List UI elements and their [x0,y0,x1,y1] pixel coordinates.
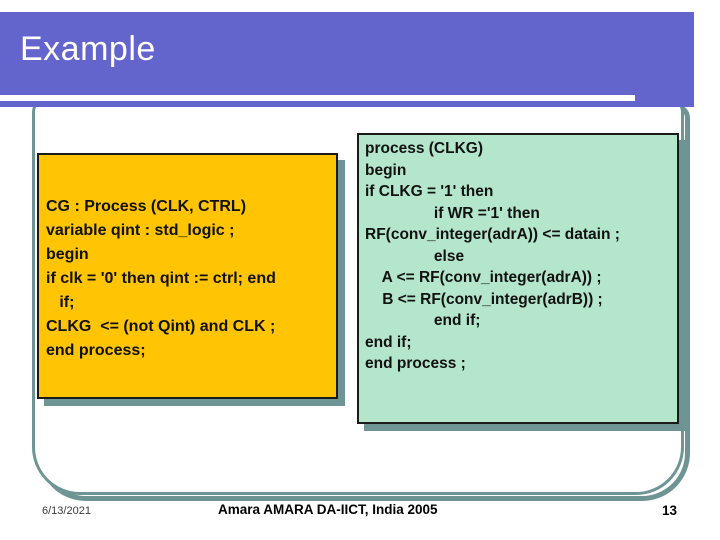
footer-date: 6/13/2021 [42,505,91,517]
title-underline [0,95,635,101]
code-box-register-file-process: process (CLKG) begin if CLKG = '1' then … [357,133,679,424]
footer-credit: Amara AMARA DA-IICT, India 2005 [218,502,438,517]
footer-page-number: 13 [662,503,678,518]
slide-title: Example [20,30,156,68]
title-banner [0,12,694,107]
code-box-clock-gating-process: CG : Process (CLK, CTRL) variable qint :… [37,153,338,399]
